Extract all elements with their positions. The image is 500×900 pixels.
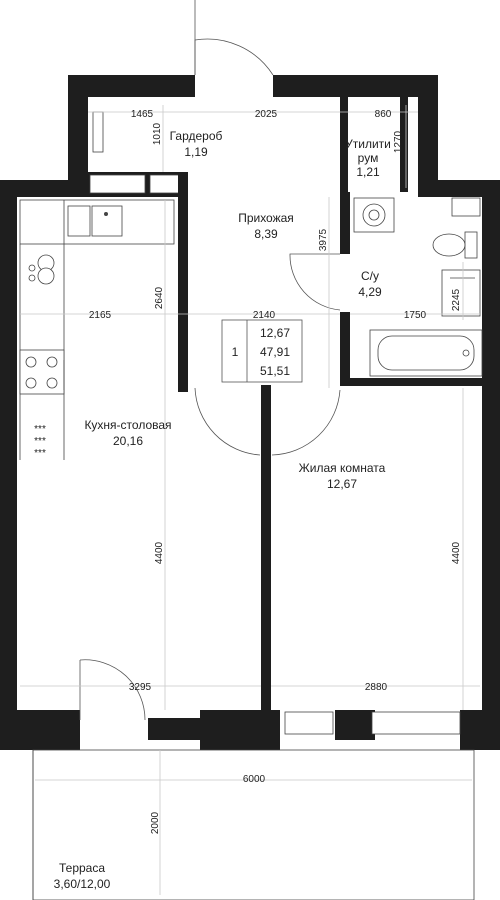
svg-text:***: ***: [34, 424, 46, 435]
laundry-basin-icon: [451, 197, 481, 217]
area-summary-box: 1 12,67 47,91 51,51: [221, 319, 303, 383]
stove-icon: [19, 349, 65, 395]
svg-text:***: ***: [34, 448, 46, 459]
dim-2165: 2165: [89, 310, 112, 321]
dim-4400-right: 4400: [451, 541, 462, 564]
room-wardrobe-name: Гардероб: [170, 129, 223, 143]
dim-3975: 3975: [318, 228, 329, 251]
room-kitchen-area: 20,16: [113, 434, 143, 448]
summary-total-with-terrace: 51,51: [260, 364, 290, 378]
room-utility-name-2: рум: [358, 151, 379, 165]
room-terrace-name: Терраса: [59, 861, 105, 875]
dim-1750: 1750: [404, 310, 427, 321]
svg-text:***: ***: [34, 436, 46, 447]
sink-icon: [67, 205, 123, 237]
dim-1465: 1465: [131, 109, 154, 120]
dimension-lines: [20, 105, 480, 895]
summary-rooms-count: 1: [232, 345, 239, 359]
dim-2025: 2025: [255, 109, 278, 120]
dim-4400-left: 4400: [154, 541, 165, 564]
dim-2000: 2000: [150, 811, 161, 834]
interior-doors: [79, 253, 341, 721]
room-bathroom-area: 4,29: [358, 285, 382, 299]
dim-1270: 1270: [393, 130, 404, 153]
room-utility-area: 1,21: [356, 165, 380, 179]
dim-6000: 6000: [243, 774, 266, 785]
dim-2140: 2140: [253, 310, 276, 321]
room-living-area: 12,67: [327, 477, 357, 491]
dishwasher-icon: [28, 254, 55, 285]
wardrobe-rail-icon: [92, 111, 104, 153]
dim-2245: 2245: [451, 288, 462, 311]
room-utility-name-1: Утилити: [345, 137, 391, 151]
dim-860: 860: [375, 109, 392, 120]
room-wardrobe-area: 1,19: [184, 145, 208, 159]
room-bathroom-name: С/у: [361, 269, 379, 283]
room-kitchen-name: Кухня-столовая: [84, 418, 171, 432]
room-hall-area: 8,39: [254, 227, 278, 241]
room-living-name: Жилая комната: [299, 461, 386, 475]
radiator-icon: *** *** ***: [34, 424, 46, 459]
dim-2640: 2640: [154, 286, 165, 309]
room-hall-name: Прихожая: [238, 211, 294, 225]
summary-living-area: 12,67: [260, 326, 290, 340]
dim-3295: 3295: [129, 682, 152, 693]
summary-total-area: 47,91: [260, 345, 290, 359]
washing-machine-icon: [353, 197, 395, 233]
room-terrace-area: 3,60/12,00: [54, 877, 111, 891]
bathtub-icon: [369, 329, 483, 377]
bathroom-sink-icon: [441, 269, 481, 317]
toilet-icon: [432, 231, 478, 259]
windows: [284, 711, 461, 735]
dim-1010: 1010: [152, 122, 163, 145]
walls: [0, 75, 500, 750]
dim-2880: 2880: [365, 682, 388, 693]
entrance-door[interactable]: [194, 0, 274, 76]
terrace-outline: [32, 749, 475, 900]
